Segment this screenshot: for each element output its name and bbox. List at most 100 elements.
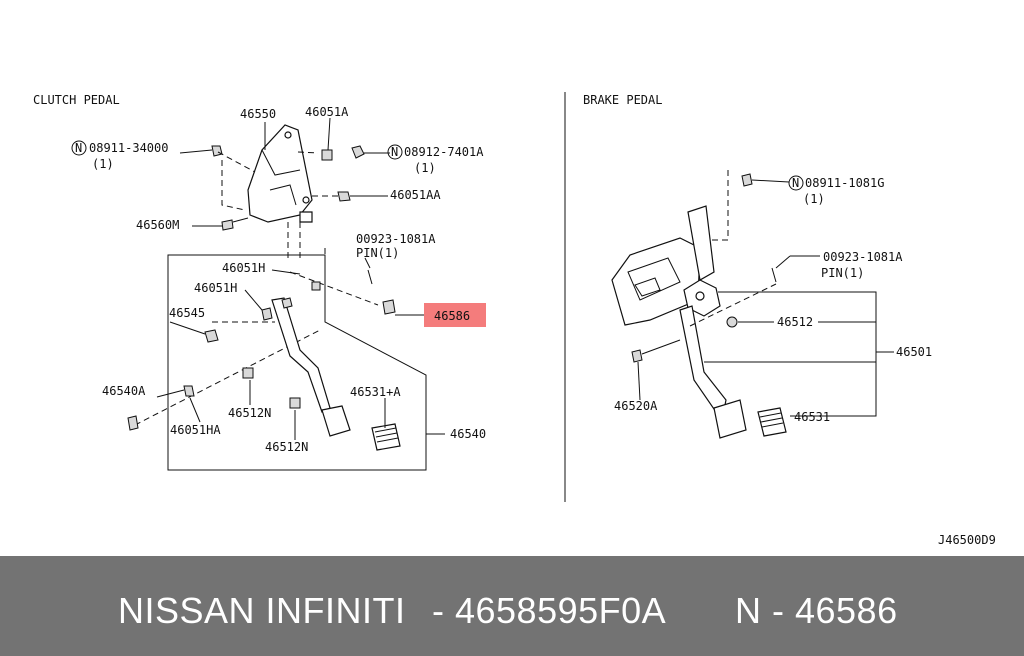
bolt-46560M-shank [232,217,249,223]
label-46531-plus-A: 46531+A [350,385,401,399]
label-pin-1: PIN(1) [821,266,864,280]
guide-line [712,170,729,241]
clutch-bracket-hole [302,196,310,204]
clip-46545 [204,329,219,343]
nut-08912-7401A [351,145,365,159]
brake-pad-cover [757,407,787,437]
brake-pivot-hole [695,291,705,301]
nut-46051HA [183,385,195,397]
label-08911-34000: 08911-34000 [89,141,168,155]
leader-line [775,255,791,269]
clutch-bracket-detail [261,149,301,206]
parts-diagram: CLUTCH PEDAL BRAKE PEDAL [33,92,996,547]
leader-line [169,321,206,335]
label-46540: 46540 [450,427,486,441]
label-46501: 46501 [896,345,932,359]
label-46560M: 46560M [136,218,179,232]
leader-line [751,179,790,183]
footer-brand: NISSAN INFINITI [118,590,406,631]
bolt-46560M [221,219,234,231]
diagram-canvas: CLUTCH PEDAL BRAKE PEDAL [33,92,996,547]
stopper-46512N [289,397,301,409]
label-qty-1: (1) [414,161,436,175]
brake-pedal-title: BRAKE PEDAL [583,93,662,107]
leader-line [271,269,301,275]
n-marker-letter: N [391,145,398,159]
leader-line [179,149,213,154]
pin-46586 [382,299,396,315]
label-qty-1: (1) [803,192,825,206]
label-46512N: 46512N [265,440,308,454]
stopper-46512N [242,367,254,379]
clutch-pedal-arm [271,297,331,413]
guide-line [287,222,301,262]
brake-bracket-detail [627,257,681,301]
bolt-46520A-shank [641,339,681,355]
label-46540A: 46540A [102,384,146,398]
label-46531: 46531 [794,410,830,424]
cotter-pin-00923 [367,269,373,285]
label-pin-1: PIN(1) [356,246,399,260]
leader-line [364,257,371,269]
bushing-46051H [261,307,273,321]
guide-line [289,271,379,306]
leader-line [156,389,185,398]
clutch-assembly-frame [167,254,427,471]
label-08911-1081G: 08911-1081G [805,176,884,190]
label-46512N: 46512N [228,406,271,420]
clutch-pad-ribs [374,427,399,443]
bolt-46520A [631,349,643,363]
leader-line [637,361,641,401]
bushing-46051H [281,297,293,309]
brake-pedal-arm [679,305,727,413]
nut-08911-34000 [211,145,223,157]
guide-line [221,160,246,211]
label-46051AA: 46051AA [390,188,441,202]
n-marker-icon [788,175,804,191]
label-46051H: 46051H [194,281,237,295]
brake-pedal-pad [713,399,747,439]
cotter-pin-00923 [771,267,777,283]
leader-line [327,117,331,151]
footer-ref-number: N - 46586 [735,590,898,631]
clutch-bracket-tab [299,211,313,223]
footer-bar: NISSAN INFINITI - 4658595F0A N - 46586 [0,556,1024,656]
n-marker-icon [71,140,87,156]
label-46545: 46545 [169,306,205,320]
label-qty-1: (1) [92,157,114,171]
label-46586-highlighted[interactable]: 46586 [434,309,470,323]
label-46512: 46512 [777,315,813,329]
nut-08911-1081G [741,173,753,187]
brake-bracket-arm [687,205,715,281]
label-46051H: 46051H [222,261,265,275]
guide-line [297,151,319,154]
leader-line [244,289,263,311]
clutch-bracket-hole [284,131,292,139]
label-00923-1081A: 00923-1081A [823,250,903,264]
label-08912-7401A: 08912-7401A [404,145,484,159]
label-00923-1081A: 00923-1081A [356,232,436,246]
label-46520A: 46520A [614,399,658,413]
label-46051HA: 46051HA [170,423,221,437]
n-marker-letter: N [75,141,82,155]
bushing-46051H [311,281,321,291]
clutch-pedal-title: CLUTCH PEDAL [33,93,120,107]
guide-line [217,151,256,173]
label-46051A: 46051A [305,105,349,119]
n-marker-icon [387,144,403,160]
highlight-box [424,303,486,327]
brake-assembly-bracket [718,291,877,417]
footer-part-number: - 4658595F0A [432,590,667,631]
drawing-code: J46500D9 [938,533,996,547]
guide-line [689,283,777,327]
bolt-46540A [127,415,139,431]
bolt-46051A [321,149,333,161]
n-marker-letter: N [792,176,799,190]
clutch-pedal-pad [321,405,351,437]
leader-line [189,397,201,423]
label-46550: 46550 [240,107,276,121]
stopper-46512 [726,316,738,328]
brake-pad-ribs [759,412,784,428]
clutch-pad-cover [371,423,401,451]
bolt-46051AA [337,191,351,202]
